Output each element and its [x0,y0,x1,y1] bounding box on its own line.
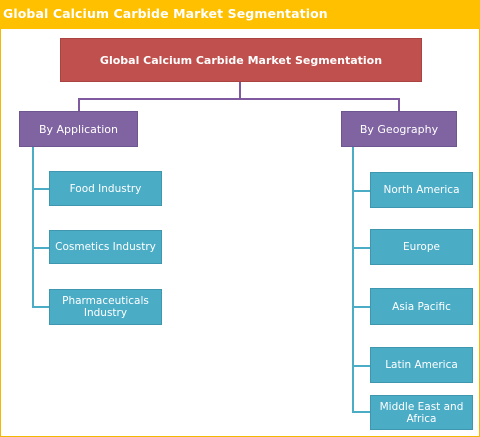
root-connector-vertical [239,82,241,99]
geography-branch-spine [352,147,354,413]
geography-branch-tick [352,306,370,308]
geography-branch-tick [352,411,370,413]
segment-node: Middle East and Africa [370,395,473,430]
application-branch-spine [32,147,34,308]
root-connector-horizontal [78,98,400,100]
segment-node: Europe [370,229,473,265]
application-branch-tick [32,188,49,190]
connector-left-drop [78,98,80,111]
segment-node: Asia Pacific [370,288,473,325]
geography-branch-tick [352,247,370,249]
connector-right-drop [398,98,400,111]
geography-branch-tick [352,190,370,192]
category-node-geography: By Geography [341,111,457,147]
segment-node: Latin America [370,347,473,383]
segment-node: Pharmaceuticals Industry [49,289,162,325]
segment-node: Cosmetics Industry [49,230,162,264]
root-node: Global Calcium Carbide Market Segmentati… [60,38,422,82]
header-title: Global Calcium Carbide Market Segmentati… [3,6,328,21]
application-branch-tick [32,306,49,308]
application-branch-tick [32,247,49,249]
geography-branch-tick [352,365,370,367]
segment-node: North America [370,172,473,208]
category-node-application: By Application [19,111,138,147]
segment-node: Food Industry [49,171,162,206]
header-bar: Global Calcium Carbide Market Segmentati… [0,0,480,29]
